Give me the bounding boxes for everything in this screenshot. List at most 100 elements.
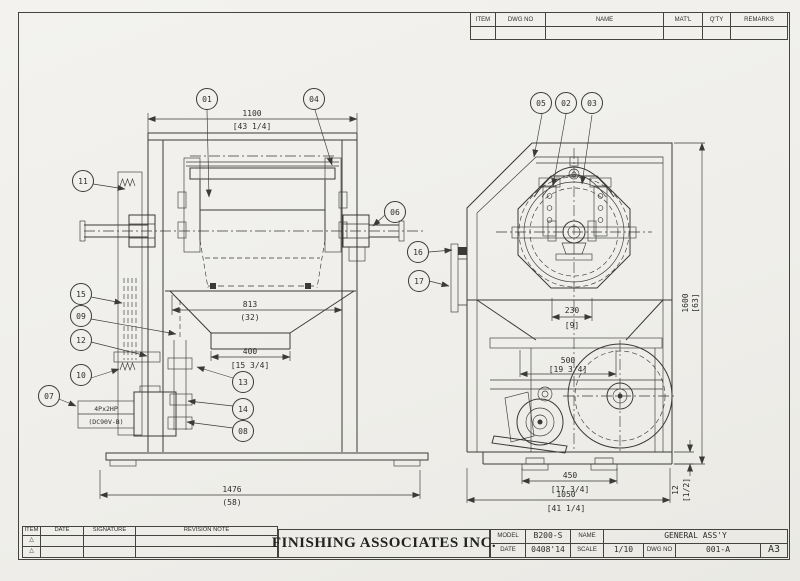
parts-empty-cell [496,27,546,39]
revision-empty-cell [84,536,136,547]
dim-400: 400 [15 3/4] [210,347,291,370]
dim-1050: 1050 [41 1/4] [466,468,671,513]
title-dwg-label: DWG NO [644,543,676,557]
shaft-assembly [79,214,426,262]
dim-450-mm: 450 [563,471,578,480]
revision-table: ITEM DATE SIGNATURE REVISION NOTE △ △ [22,526,278,558]
dim-1100-in: [43 1/4] [233,122,272,131]
revision-mark-icon: △ [23,536,41,547]
balloon-08-label: 08 [238,427,248,436]
side-base [467,451,673,471]
dim-230-mm: 230 [565,306,580,315]
balloon-14-label: 14 [238,405,248,414]
dim-1100: 1100 [43 1/4] [147,109,358,133]
dim-230: 230 [9] [551,298,593,330]
balloon-09-label: 09 [76,312,86,321]
dim-1476-mm: 1476 [222,485,241,494]
balloon-01: 01 [196,88,218,198]
dim-450-in: [17 3/4] [551,485,590,494]
dim-400-mm: 400 [243,347,258,356]
balloon-11: 11 [72,170,126,192]
balloon-14: 14 [187,398,254,420]
dim-1476-in: (58) [222,498,241,507]
balloon-13: 13 [196,366,254,393]
balloon-03: 03 [580,92,603,185]
front-frame [147,132,358,452]
parts-header-item: ITEM [471,13,496,27]
dim-12: 12 [1/2] [671,440,694,502]
balloon-17-label: 17 [414,277,424,286]
barrel-front [177,155,348,289]
balloon-06: 06 [372,201,406,227]
title-block: MODEL B200-S NAME GENERAL ASS'Y DATE 040… [490,529,788,558]
title-name-value: GENERAL ASS'Y [604,530,787,544]
dim-1050-mm: 1050 [556,490,575,499]
revision-header-date: DATE [41,527,84,536]
balloon-02: 02 [551,92,577,187]
company-name: FINISHING ASSOCIATES INC. [271,535,497,551]
parts-empty-cell [546,27,664,39]
dim-400-in: [15 3/4] [231,361,270,370]
balloon-16-label: 16 [413,248,423,257]
title-date-label: DATE [491,543,526,557]
balloon-12: 12 [70,329,148,358]
dim-12-in: [1/2] [682,478,691,502]
control-rail [113,171,161,436]
dim-500: 500 [19 3/4] [519,350,617,377]
pulley [563,340,677,452]
title-model-label: MODEL [491,530,526,544]
dimensions: 1100 [43 1/4] 813 (32) 400 [15 3/4] 1476… [99,109,705,513]
motor-label-box: 4Px2HP (DC90V-B) [77,400,135,429]
balloon-17: 17 [408,270,450,292]
dim-1050-in: [41 1/4] [547,504,586,513]
revision-header-item: ITEM [23,527,41,536]
sheet-border [18,12,790,560]
motor-label-line2: (DC90V-B) [88,418,123,426]
revision-header-signature: SIGNATURE [84,527,136,536]
parts-header-qty: Q'TY [703,13,731,27]
balloon-15-label: 15 [76,290,86,299]
title-scale-label: SCALE [571,543,604,557]
balloon-12-label: 12 [76,336,86,345]
side-view [450,142,677,471]
title-model-value: B200-S [526,530,571,544]
dim-500-mm: 500 [561,356,576,365]
side-motor [491,386,568,454]
revision-empty-cell [136,547,277,558]
dim-230-in: [9] [565,321,579,330]
parts-empty-cell [731,27,787,39]
balloon-04-label: 04 [309,95,319,104]
dim-1600: 1600 [63] [674,142,705,465]
hopper-front [165,290,356,350]
revision-empty-cell [84,546,136,557]
side-profile-outer [466,142,673,452]
parts-table: ITEM DWG NO NAME MAT'L Q'TY REMARKS [470,12,788,40]
balloon-15: 15 [70,283,123,305]
balloon-06-label: 06 [390,208,400,217]
balloon-11-label: 11 [78,177,88,186]
dim-1100-mm: 1100 [242,109,261,118]
balloon-07-label: 07 [44,392,54,401]
balloon-07: 07 [38,385,77,407]
parts-header-matl: MAT'L [664,13,703,27]
hanger-brackets [538,177,612,237]
front-base [105,452,429,467]
parts-header-name: NAME [546,13,664,27]
revision-empty-cell [136,536,277,547]
balloon-16: 16 [407,241,453,263]
balloon-09: 09 [70,305,177,336]
drum-octagon [496,148,652,450]
balloon-04: 04 [303,88,333,166]
dim-813-in: (32) [240,313,259,322]
drum-arch [533,156,615,198]
motor-label-line1: 4Px2HP [94,405,118,413]
dim-813: 813 (32) [171,295,343,322]
dim-500-in: [19 3/4] [549,365,588,374]
balloon-05: 05 [530,92,552,158]
revision-empty-cell [41,546,84,557]
dim-1476: 1476 (58) [99,470,421,507]
balloon-13-label: 13 [238,378,248,387]
balloon-01-label: 01 [202,95,212,104]
